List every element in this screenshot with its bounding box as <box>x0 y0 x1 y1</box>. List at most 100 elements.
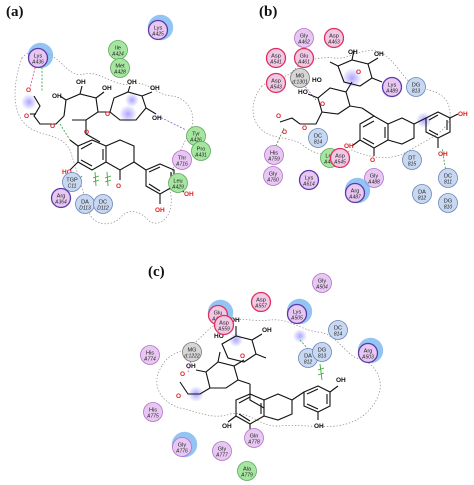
residue-name: Asp <box>271 54 281 60</box>
panel-a-ligand <box>30 85 185 204</box>
residue-disc <box>286 303 308 325</box>
atom-label: O <box>180 371 185 378</box>
residue-name: Gln <box>250 434 259 440</box>
residue-disc <box>294 28 314 48</box>
glow-spot <box>416 112 432 128</box>
residue-disc <box>357 342 379 364</box>
residue-name: DC <box>314 134 322 140</box>
residue-id: A759 <box>267 157 280 163</box>
residue-id: A776 <box>175 449 188 455</box>
residue-disc <box>147 19 169 41</box>
residue-disc <box>312 273 332 293</box>
atom-label: O <box>302 125 307 132</box>
panel-b-pocket-outline <box>252 50 451 158</box>
glow-spot <box>125 93 139 107</box>
atom-label: OH <box>155 207 165 214</box>
residue-name: Asp <box>329 34 339 40</box>
residue-id: 814 <box>334 332 343 338</box>
residue-name: Lys <box>305 176 314 182</box>
residue-disc <box>402 150 422 170</box>
panel-b-ligand <box>279 49 459 156</box>
residue-name: Glu <box>300 54 309 60</box>
residue-id: A428 <box>113 70 126 76</box>
residue-id: A504 <box>315 285 328 291</box>
residue-id: D113 <box>79 206 91 212</box>
atom-label: OH <box>102 85 112 92</box>
residue-name: Lys <box>34 54 43 60</box>
residue-disc <box>381 76 403 98</box>
atom-label: O <box>370 157 375 164</box>
panel-c: (c) HO OH OH O O <box>140 264 384 481</box>
residue-name: His <box>270 151 278 157</box>
residue-disc <box>172 437 192 457</box>
panel-a-atom-labels: O O O OH OH OH O OH OH OH O O HO OH OH <box>24 79 194 214</box>
panel-c-pocket-outline <box>156 318 381 427</box>
residue-disc <box>438 168 458 188</box>
residue-disc <box>27 47 49 69</box>
atom-label: HO <box>62 169 72 176</box>
residue-id: 810 <box>444 205 453 211</box>
residue-id: A557 <box>254 304 267 310</box>
panel-c-atom-labels: HO OH OH O O O OH O OH OH OH <box>176 317 346 442</box>
residue-id: d:1222 <box>184 354 200 360</box>
residue-name: His <box>149 408 157 414</box>
residue-disc <box>212 441 232 461</box>
atom-label: O <box>276 113 281 120</box>
residue-id: d:1301 <box>292 80 308 86</box>
glow-spot <box>21 94 37 110</box>
residue-name: DC <box>444 174 452 180</box>
atom-label: OH <box>336 377 346 384</box>
residue-id: A775 <box>146 414 159 420</box>
residue-id: A465 <box>323 160 336 166</box>
residue-id: A461 <box>297 60 310 66</box>
residue-disc <box>244 428 264 448</box>
residue-name: DA <box>418 190 426 196</box>
residue-id: D112 <box>97 206 109 212</box>
residue-id: A760 <box>266 178 279 184</box>
residue-id: A559 <box>217 327 230 333</box>
residue-disc <box>265 72 287 94</box>
atom-label: OH <box>262 327 272 334</box>
atom-label: OH <box>314 423 324 430</box>
residue-id: A462 <box>297 40 310 46</box>
atom-label: OH <box>127 79 137 86</box>
residue-id: A431 <box>194 153 207 159</box>
atom-label: HO <box>298 89 308 96</box>
residue-name: DA <box>304 354 312 360</box>
residue-name: Gly <box>318 279 327 285</box>
residue-name: DT <box>408 156 416 162</box>
residue-disc <box>264 145 284 165</box>
ionic-interaction <box>29 63 37 89</box>
atom-label: OH <box>76 79 86 86</box>
residue-disc <box>93 194 113 214</box>
residue-disc <box>213 314 235 336</box>
atom-label: OH <box>348 49 358 56</box>
residue-name: DG <box>444 199 452 205</box>
residue-id: 815 <box>408 162 417 168</box>
residue-name: DA <box>81 200 89 206</box>
residue-name: DG <box>412 83 420 89</box>
residue-disc <box>182 342 202 362</box>
panel-c-ligand <box>179 326 339 432</box>
residue-id: A543 <box>269 85 282 91</box>
residue-disc <box>344 182 366 204</box>
residue-name: Lys <box>388 83 397 89</box>
residue-disc <box>168 173 188 193</box>
residue-id: A429 <box>171 185 184 191</box>
residue-disc <box>406 77 426 97</box>
